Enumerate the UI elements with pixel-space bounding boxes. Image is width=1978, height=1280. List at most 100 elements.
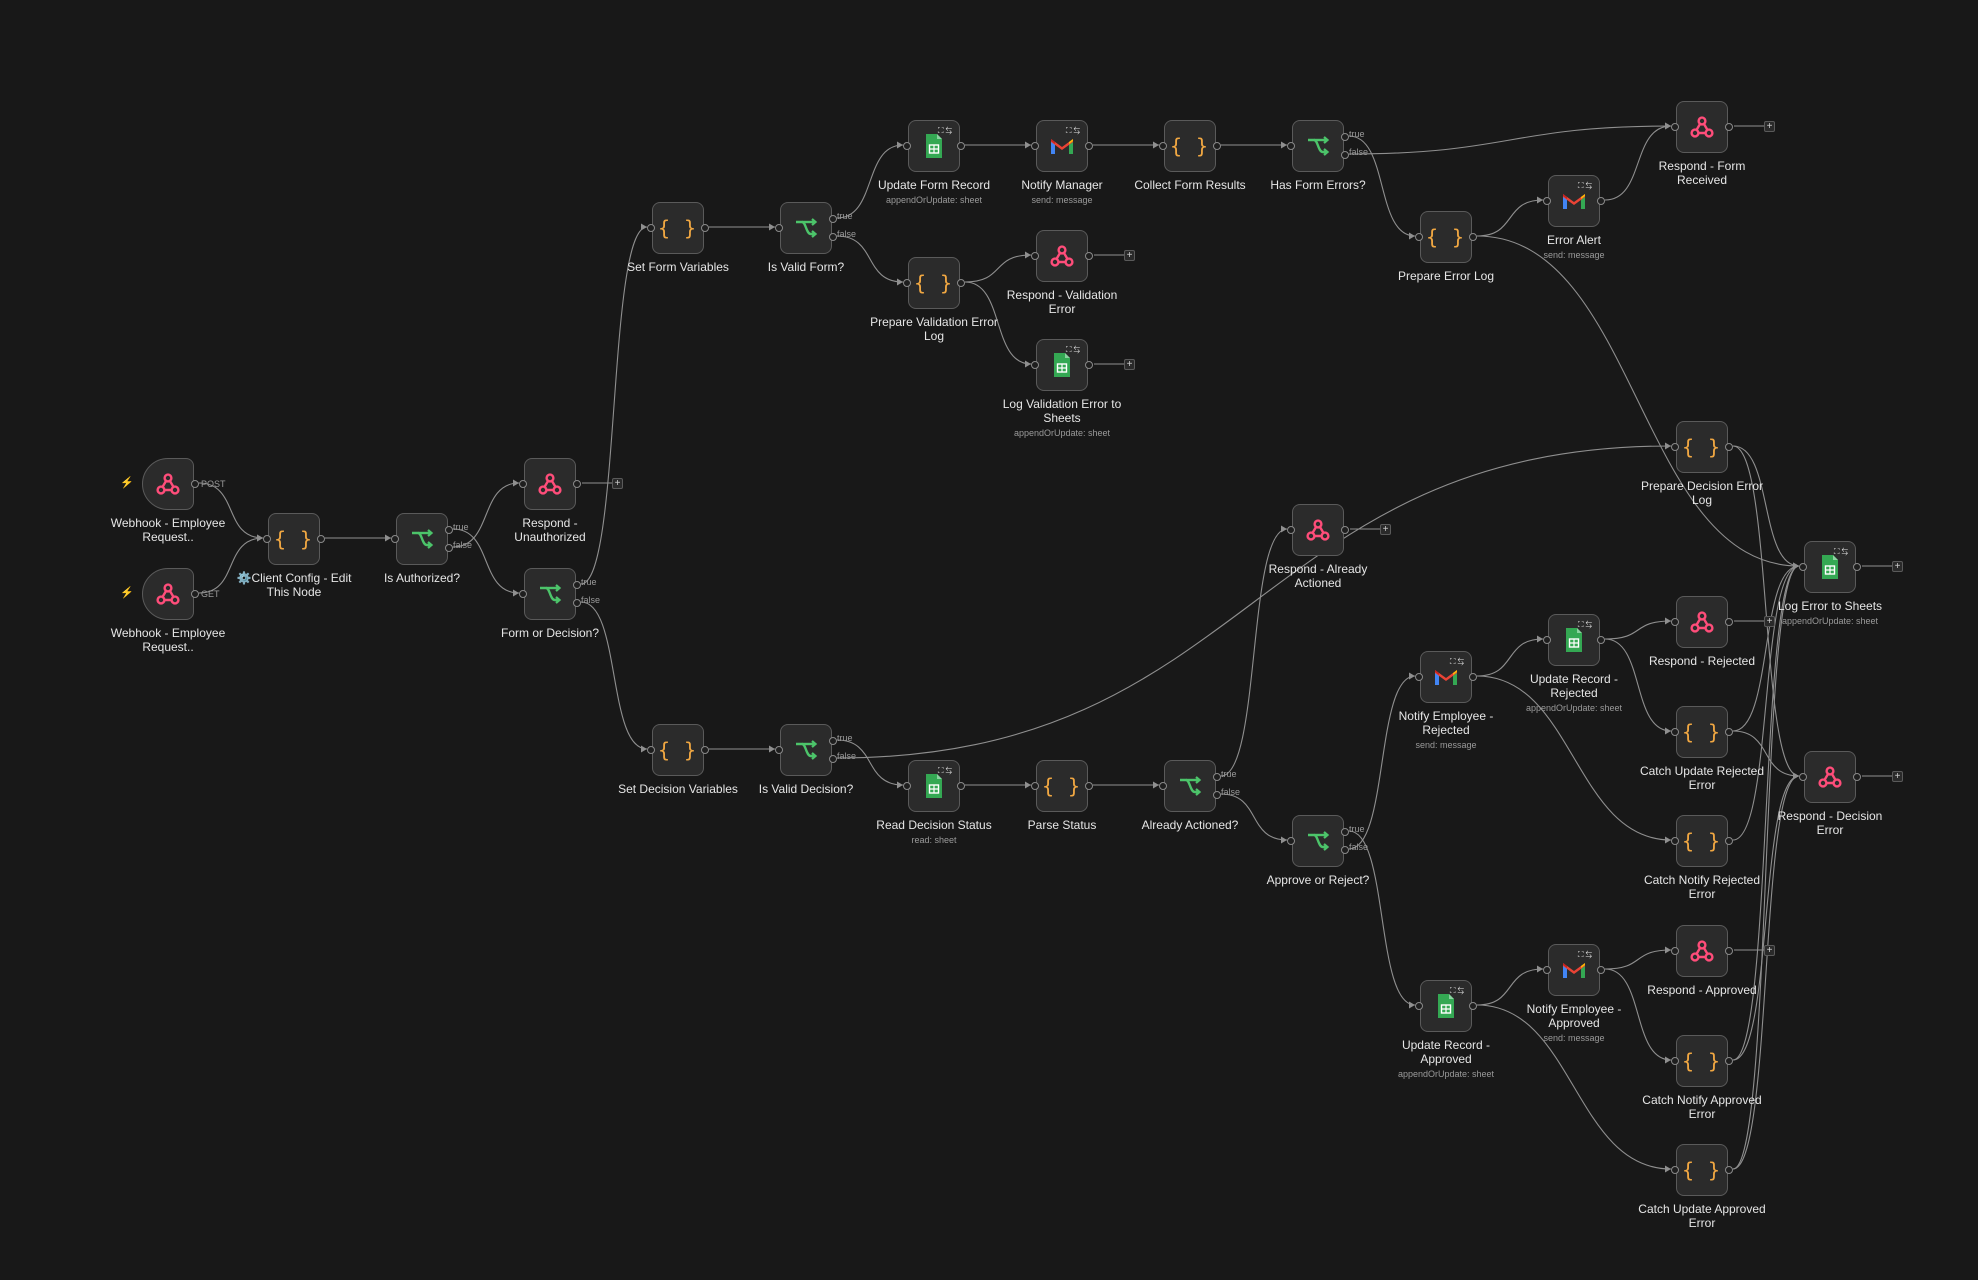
connection-edge[interactable] [964,254,1032,283]
connection-edge[interactable] [1732,565,1800,732]
connection-edge[interactable] [836,235,904,283]
input-port[interactable] [1543,966,1551,974]
connection-edge[interactable] [1732,775,1800,1061]
connection-edge[interactable] [1732,565,1800,841]
input-port[interactable] [1287,837,1295,845]
connection-edge[interactable] [1604,125,1672,201]
connection-edge[interactable] [964,281,1032,365]
node-set-form-vars[interactable]: { } [647,202,709,254]
node-respond-validation-error[interactable] [1031,230,1093,282]
add-node-button[interactable]: + [1892,771,1903,782]
node-respond-rejected[interactable] [1671,596,1733,648]
output-port[interactable] [1725,1057,1733,1065]
output-port[interactable] [701,746,709,754]
add-node-button[interactable]: + [1124,359,1135,370]
output-port-false[interactable] [573,599,581,607]
node-notify-employee-approved[interactable]: ⛶ ⇆ [1543,944,1605,996]
input-port[interactable] [1671,1166,1679,1174]
connection-edge[interactable] [1220,528,1288,777]
output-port[interactable] [1853,773,1861,781]
input-port[interactable] [519,480,527,488]
input-port[interactable] [903,782,911,790]
input-port[interactable] [1031,782,1039,790]
output-port[interactable] [1725,728,1733,736]
output-port-true[interactable] [573,581,581,589]
output-port-false[interactable] [445,544,453,552]
connection-edge[interactable] [1604,968,1672,1061]
input-port[interactable] [519,590,527,598]
node-respond-already-actioned[interactable] [1287,504,1349,556]
connection-edge[interactable] [836,144,904,219]
input-port[interactable] [1287,526,1295,534]
output-port[interactable] [957,142,965,150]
output-port[interactable] [1085,252,1093,260]
node-catch-update-rejected[interactable]: { } [1671,706,1733,758]
input-port[interactable] [1671,1057,1679,1065]
connection-edge[interactable] [1732,730,1800,777]
input-port[interactable] [1159,142,1167,150]
output-port[interactable] [1725,618,1733,626]
connection-edge[interactable] [1732,445,1800,777]
input-port[interactable] [1287,142,1295,150]
node-wh-get[interactable]: GET [142,568,220,620]
add-node-button[interactable]: + [612,478,623,489]
node-respond-form-received[interactable] [1671,101,1733,153]
connection-edge[interactable] [1476,235,1800,567]
connection-edge[interactable] [1604,638,1672,732]
node-notify-manager[interactable]: ⛶ ⇆ [1031,120,1093,172]
input-port[interactable] [1543,636,1551,644]
input-port[interactable] [1031,142,1039,150]
output-port-false[interactable] [1341,151,1349,159]
output-port[interactable] [1085,361,1093,369]
node-error-alert[interactable]: ⛶ ⇆ [1543,175,1605,227]
input-port[interactable] [647,224,655,232]
node-respond-approved[interactable] [1671,925,1733,977]
connection-edge[interactable] [198,482,264,539]
node-update-record-approved[interactable]: ⛶ ⇆ [1415,980,1477,1032]
input-port[interactable] [1671,837,1679,845]
output-port[interactable] [1341,526,1349,534]
output-port[interactable] [1085,142,1093,150]
connection-edge[interactable] [1604,949,1672,970]
connection-edge[interactable] [1732,565,1800,1061]
input-port[interactable] [1159,782,1167,790]
output-port-true[interactable] [829,215,837,223]
connection-edge[interactable] [836,445,1672,759]
output-port[interactable] [317,535,325,543]
output-port[interactable] [1597,966,1605,974]
output-port[interactable] [701,224,709,232]
add-node-button[interactable]: + [1764,121,1775,132]
input-port[interactable] [1671,947,1679,955]
input-port[interactable] [1671,123,1679,131]
output-port-true[interactable] [829,737,837,745]
output-port[interactable] [957,279,965,287]
output-port-false[interactable] [829,233,837,241]
input-port[interactable] [1031,252,1039,260]
input-port[interactable] [1415,673,1423,681]
input-port[interactable] [1799,773,1807,781]
output-port[interactable] [1469,1002,1477,1010]
node-respond-decision-error[interactable] [1799,751,1861,803]
output-port[interactable] [1725,947,1733,955]
input-port[interactable] [1543,197,1551,205]
node-prepare-validation-error-log[interactable]: { } [903,257,965,309]
input-port[interactable] [903,279,911,287]
output-port-true[interactable] [1341,133,1349,141]
output-port[interactable] [1597,636,1605,644]
input-port[interactable] [391,535,399,543]
output-port-true[interactable] [1341,828,1349,836]
connection-edge[interactable] [198,537,264,594]
input-port[interactable] [1671,443,1679,451]
connection-edge[interactable] [580,226,648,585]
connection-edge[interactable] [1348,135,1416,237]
output-port-false[interactable] [1213,791,1221,799]
node-client-config[interactable]: { } [263,513,325,565]
connection-edge[interactable] [1732,445,1800,567]
node-catch-update-approved[interactable]: { } [1671,1144,1733,1196]
node-catch-notify-rejected[interactable]: { } [1671,815,1733,867]
output-port[interactable] [1853,563,1861,571]
connection-edge[interactable] [452,528,520,594]
